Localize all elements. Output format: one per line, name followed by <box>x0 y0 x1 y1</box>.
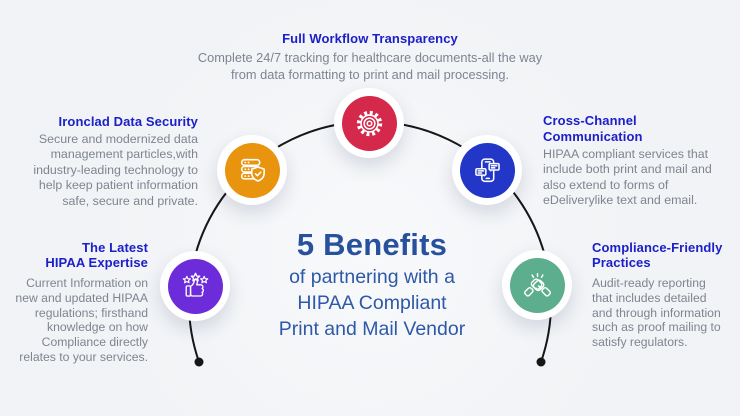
benefit-node-cross-channel <box>452 135 522 205</box>
node-circle <box>167 258 223 314</box>
arc-endpoint-dot-right <box>536 357 546 367</box>
thumbs-up-stars-icon <box>182 272 208 297</box>
benefit-block-compliance-friendly: Compliance-Friendly Practices Audit-read… <box>592 240 732 350</box>
benefit-description-data-security: Secure and modernized data management pa… <box>33 132 198 208</box>
center-headline: 5 Benefits of partnering with a HIPAA Co… <box>222 226 522 342</box>
benefit-title-hipaa-expertise: The Latest HIPAA Expertise <box>45 240 148 270</box>
benefit-block-hipaa-expertise: The Latest HIPAA Expertise Current Infor… <box>0 240 148 365</box>
center-subtitle: of partnering with a HIPAA Compliant Pri… <box>278 266 466 340</box>
benefit-title-data-security: Ironclad Data Security <box>58 114 198 129</box>
arc-endpoint-dot-left <box>194 357 204 367</box>
server-shield-icon <box>240 158 265 182</box>
node-circle <box>459 142 515 198</box>
benefit-description-compliance-friendly: Audit-ready reporting that includes deta… <box>592 276 721 350</box>
benefit-node-compliance-friendly <box>502 250 572 320</box>
benefit-description-cross-channel: HIPAA compliant services that include bo… <box>543 147 712 208</box>
benefit-title-compliance-friendly: Compliance-Friendly Practices <box>592 240 723 270</box>
center-title: 5 Benefits <box>296 227 448 262</box>
benefit-block-workflow: Full Workflow Transparency Complete 24/7… <box>170 31 570 84</box>
benefit-node-data-security <box>217 135 287 205</box>
handshake-icon <box>523 272 551 297</box>
gear-icon <box>356 110 382 136</box>
phone-chat-icon <box>474 157 500 182</box>
node-circle <box>509 257 565 313</box>
benefit-description-hipaa-expertise: Current Information on new and updated H… <box>15 276 148 364</box>
node-circle <box>341 95 397 151</box>
benefit-description-workflow: Complete 24/7 tracking for healthcare do… <box>197 50 543 83</box>
benefit-block-cross-channel: Cross-Channel Communication HIPAA compli… <box>543 113 733 209</box>
benefit-node-workflow <box>334 88 404 158</box>
benefit-node-hipaa-expertise <box>160 251 230 321</box>
benefit-block-data-security: Ironclad Data Security Secure and modern… <box>0 114 198 209</box>
benefit-title-cross-channel: Cross-Channel Communication <box>543 113 643 144</box>
benefit-title-workflow: Full Workflow Transparency <box>282 31 458 46</box>
node-circle <box>224 142 280 198</box>
